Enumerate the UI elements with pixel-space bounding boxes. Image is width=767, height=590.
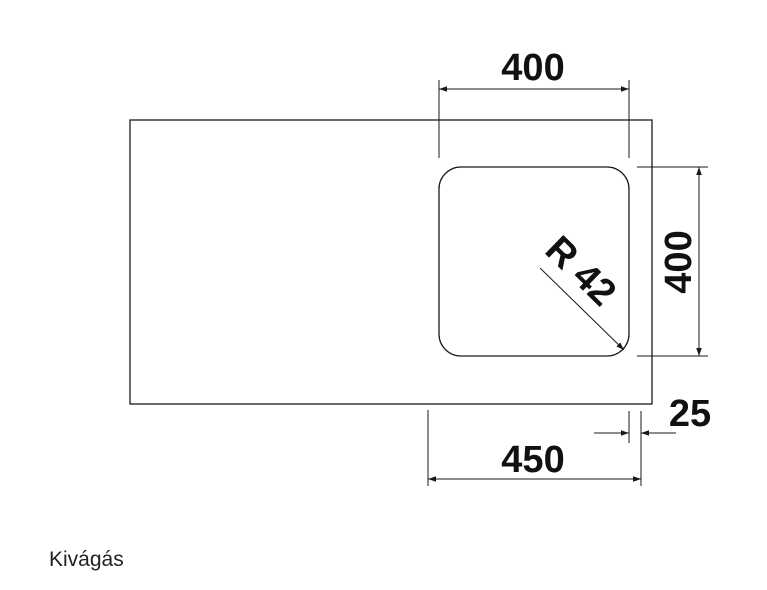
offset-label: 25 xyxy=(669,393,711,435)
caption-label: Kivágás xyxy=(49,548,124,571)
top-width-label: 400 xyxy=(501,47,564,89)
offset-dimension: 25 xyxy=(594,393,711,486)
basin-outline xyxy=(438,166,630,357)
right-dimension: 400 xyxy=(637,166,708,357)
worktop-outline xyxy=(129,119,653,405)
top-dimension: 400 xyxy=(438,47,630,158)
bottom-dimension: 450 xyxy=(427,410,641,486)
radius-callout: R 42 xyxy=(537,228,625,351)
right-height-label: 400 xyxy=(658,230,700,293)
radius-label: R 42 xyxy=(537,228,624,314)
bottom-width-label: 450 xyxy=(501,439,564,481)
